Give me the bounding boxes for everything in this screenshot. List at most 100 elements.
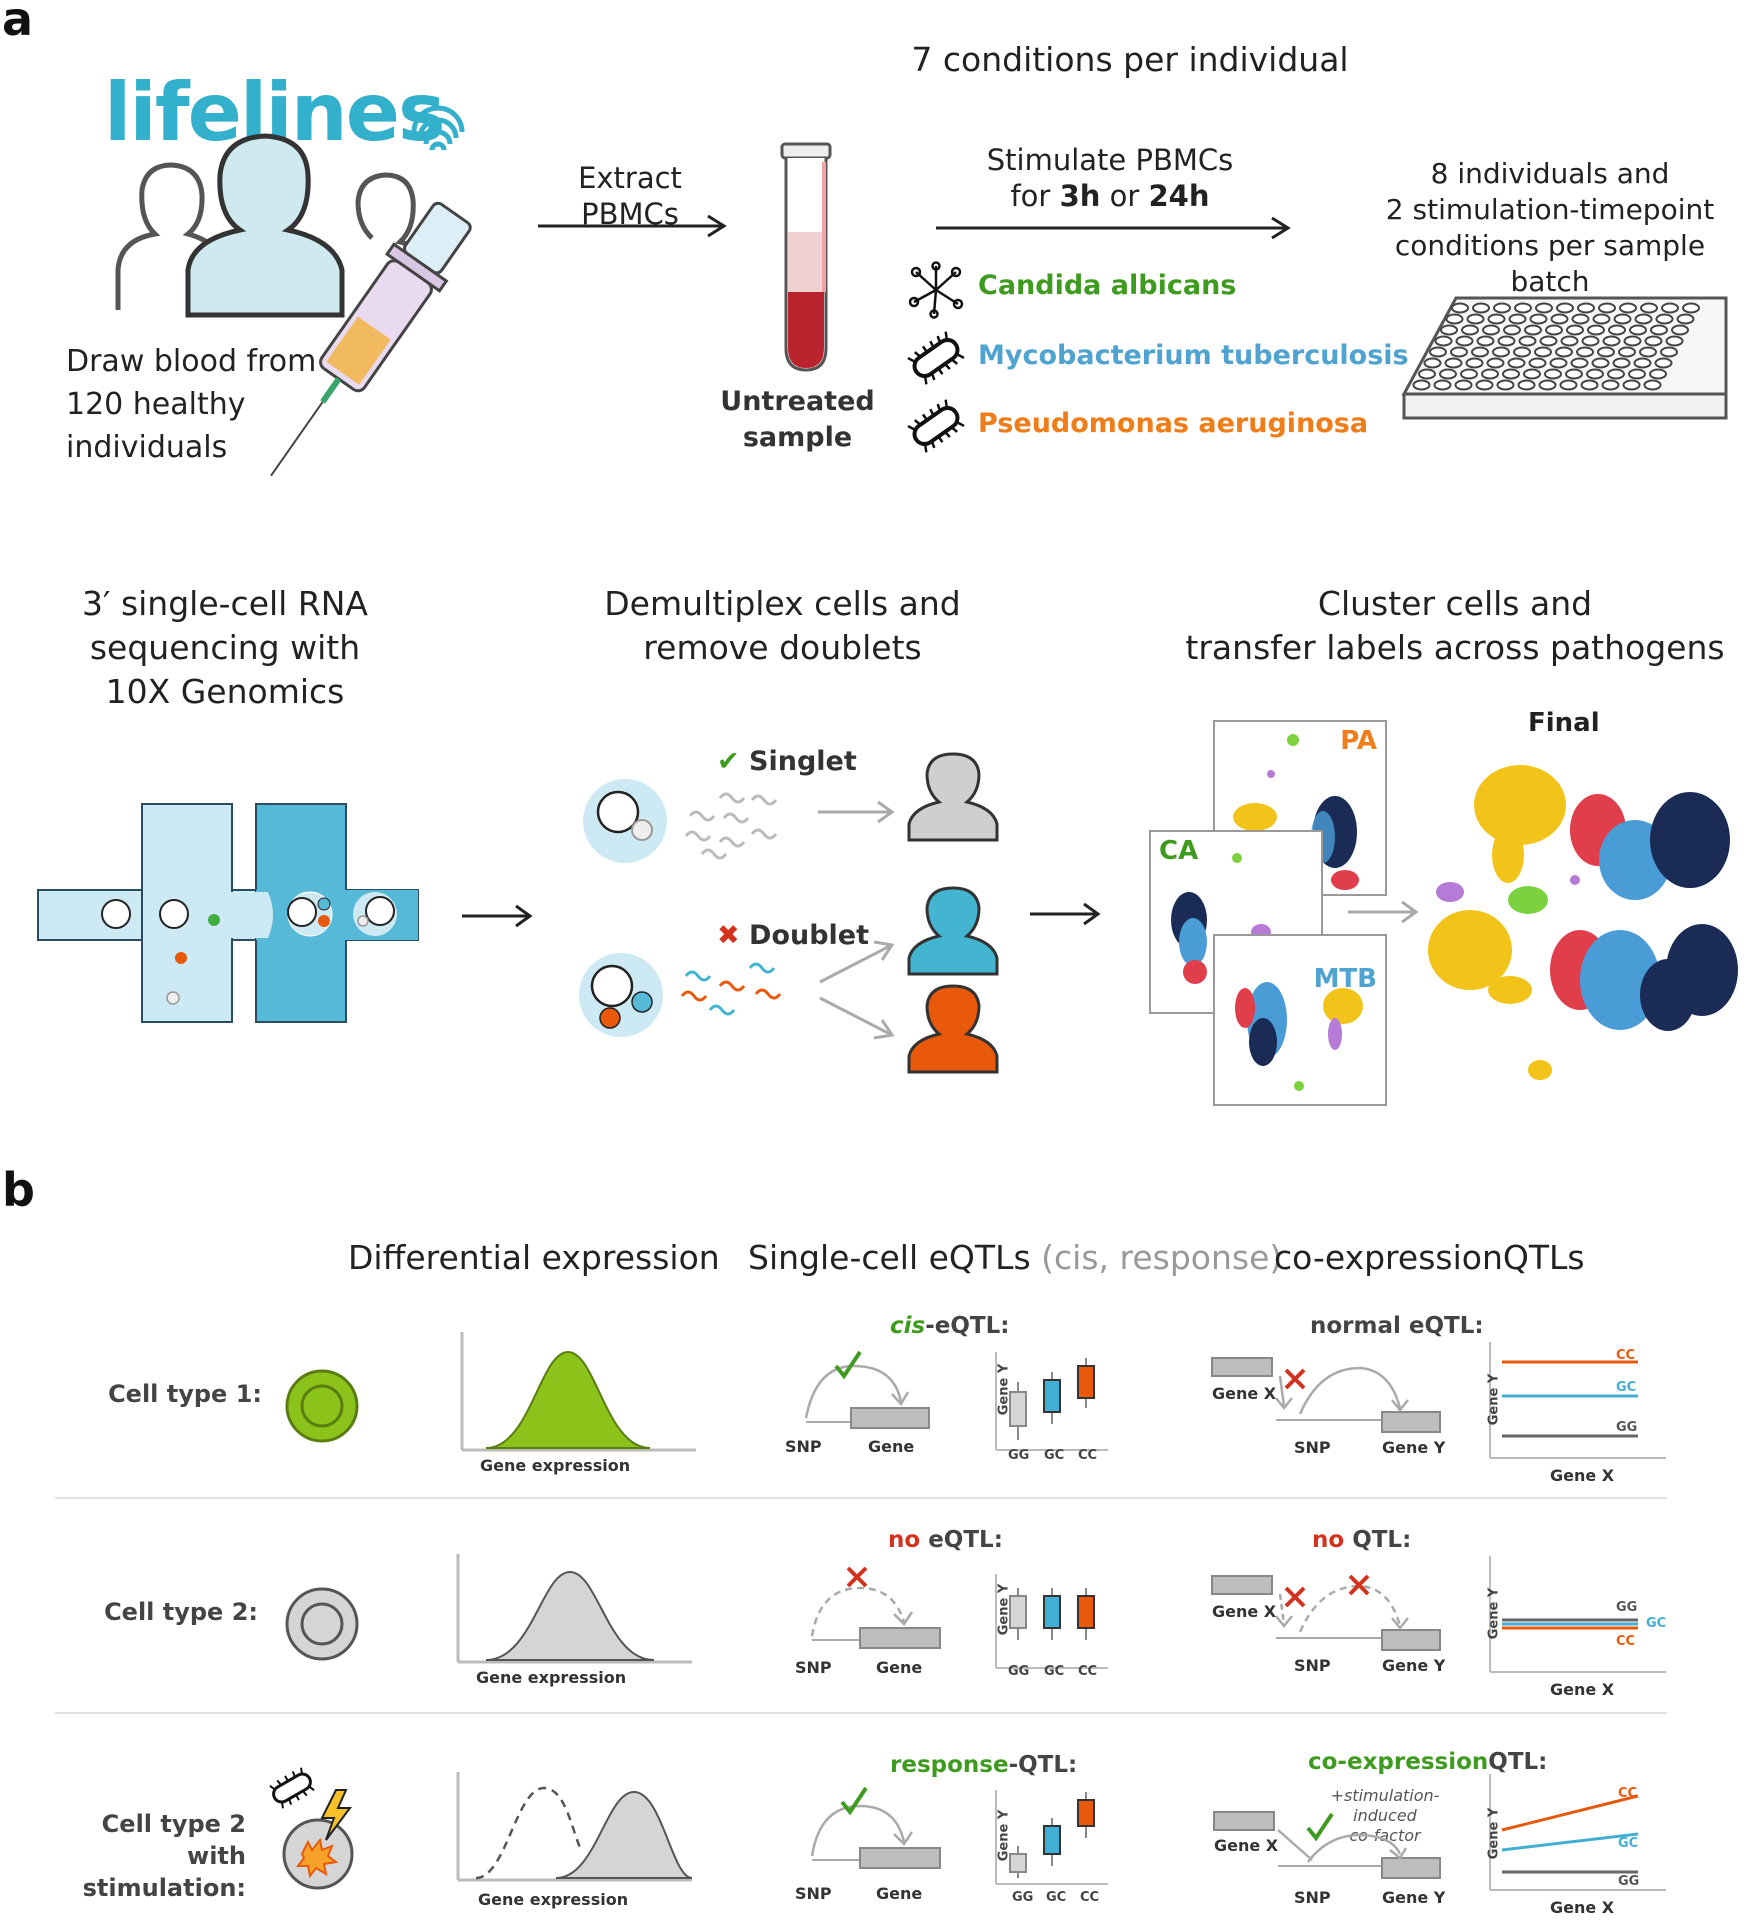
plate-well	[1571, 313, 1590, 325]
genotype-gg-row3: GG	[1012, 1890, 1034, 1905]
plate-well	[1634, 313, 1653, 325]
cell-type2-stimulated-icon	[269, 1767, 354, 1890]
plate-well	[1493, 302, 1511, 314]
plate-well	[1461, 324, 1479, 336]
plate-well	[1475, 379, 1494, 391]
eqtl-boxplot-row3	[995, 1790, 1108, 1885]
plate-well	[1434, 335, 1453, 347]
plate-well	[1591, 357, 1610, 369]
plate-well	[1623, 335, 1642, 347]
plate-well	[1517, 379, 1536, 391]
plate-well	[1555, 346, 1573, 358]
eqtl-boxplot-row1	[995, 1352, 1108, 1451]
plate-well	[1439, 368, 1457, 380]
umap-final-label: Final	[1528, 708, 1600, 738]
gene-y-label-row3: Gene Y	[1382, 1888, 1446, 1907]
plate-well	[1633, 357, 1652, 369]
plate-well	[1592, 313, 1611, 325]
plate-well	[1450, 346, 1468, 358]
plate-well	[1472, 302, 1490, 314]
coexp-title-row1: normal eQTL:	[1310, 1313, 1484, 1339]
de-xlabel-row1: Gene expression	[480, 1456, 631, 1475]
plate-well	[1496, 379, 1515, 391]
de-curve-row2	[456, 1554, 692, 1664]
arrow-extract	[538, 214, 727, 238]
scatter-ylabel-row1: Gene Y	[1486, 1373, 1502, 1426]
de-curve-row3	[456, 1772, 693, 1882]
scatter-xlabel-row3: Gene X	[1550, 1898, 1615, 1917]
plate-well	[1481, 368, 1499, 380]
plate-well	[1665, 335, 1684, 347]
plate-well	[1451, 302, 1469, 314]
plate-well	[1508, 313, 1527, 325]
plate-well	[1560, 335, 1579, 347]
arrows-doublet	[819, 940, 895, 1040]
snp2-label-row2: SNP	[1294, 1656, 1331, 1675]
row-divider-2	[55, 1712, 1667, 1714]
boxplot-ylabel-row3: Gene Y	[996, 1809, 1012, 1862]
plate-well	[1640, 302, 1658, 314]
pathogen-pseudomonas: Pseudomonas aeruginosa	[978, 408, 1369, 439]
genotype-gg-row2: GG	[1008, 1664, 1030, 1679]
plate-well	[1492, 346, 1510, 358]
plate-well	[1550, 313, 1569, 325]
plate-well	[1418, 368, 1436, 380]
plate-well	[1529, 313, 1548, 325]
coexp-scatter-row3	[1489, 1774, 1666, 1891]
umap-ca-label: CA	[1159, 836, 1199, 866]
conditions-title: 7 conditions per individual	[911, 40, 1349, 79]
plate-well	[1476, 335, 1495, 347]
plate-well	[1586, 368, 1604, 380]
scatter-ylabel-row2: Gene Y	[1486, 1587, 1502, 1640]
plate-well	[1581, 335, 1600, 347]
coexp-title-row2: no QTL:	[1312, 1527, 1412, 1553]
pseudomonas-icon	[907, 399, 965, 453]
plate-well	[1580, 379, 1599, 391]
plate-well	[1661, 302, 1679, 314]
coexp-scatter-row2	[1489, 1556, 1666, 1673]
cell-type2-icon	[285, 1587, 359, 1661]
arrow-singlet	[818, 800, 895, 824]
genotype-gc-row3: GC	[1046, 1890, 1067, 1905]
stimulate-label: Stimulate PBMCs for 3h or 24h	[986, 143, 1234, 213]
plate-well	[1454, 379, 1473, 391]
plate-well	[1423, 357, 1442, 369]
singlet-rna-squiggles	[684, 792, 778, 860]
plate-well	[1460, 368, 1478, 380]
coexp-scatter-row1	[1489, 1342, 1666, 1459]
plate-well	[1612, 357, 1631, 369]
plate-well	[1534, 346, 1552, 358]
singlet-droplet	[583, 779, 667, 863]
plate-well	[1482, 324, 1500, 336]
scatter-ylabel-row3: Gene Y	[1486, 1807, 1502, 1860]
eqtl-title-row3: response-QTL:	[890, 1752, 1078, 1778]
arrow-stimulate	[936, 216, 1291, 240]
de-curve-row1	[460, 1332, 696, 1452]
plate-well	[1545, 324, 1563, 336]
plate-well	[1660, 346, 1678, 358]
eqtl-schematic-row3	[810, 1786, 941, 1869]
plate-well	[1538, 379, 1557, 391]
gene-label-row3: Gene	[876, 1884, 923, 1903]
genotype-cc-row2: CC	[1078, 1664, 1098, 1679]
plate-well	[1654, 357, 1673, 369]
arrow-to-final	[1348, 900, 1419, 924]
plate-well	[1576, 346, 1594, 358]
scatter-gg-row1: GG	[1616, 1420, 1638, 1435]
scatter-cc-row1: CC	[1616, 1348, 1636, 1363]
scatter-xlabel-row2: Gene X	[1550, 1680, 1615, 1699]
eqtl-title-row2: no eQTL:	[888, 1527, 1003, 1553]
plate-well	[1523, 368, 1541, 380]
plate-well	[1639, 346, 1657, 358]
plate-well	[1628, 368, 1646, 380]
snp-label-row2: SNP	[795, 1658, 832, 1677]
pathogen-mtb: Mycobacterium tuberculosis	[978, 340, 1409, 371]
scatter-xlabel-row1: Gene X	[1550, 1466, 1615, 1485]
boxplot-ylabel-row2: Gene Y	[996, 1583, 1012, 1636]
panel-a-letter: a	[2, 0, 34, 46]
